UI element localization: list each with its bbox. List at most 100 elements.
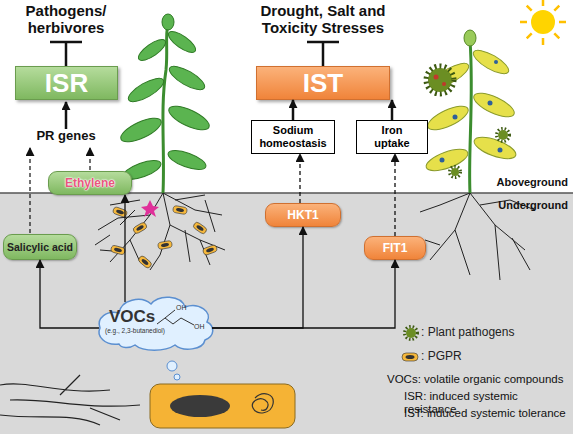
pathogen (451, 168, 459, 176)
pgpr-core (406, 355, 415, 359)
pgpr-bacterium (137, 255, 152, 269)
signal-star (141, 200, 159, 217)
annotation-label: VOCs: volatile organic compounds (387, 373, 573, 386)
annotation-label: Underground (470, 199, 568, 212)
emission-bubble (174, 374, 180, 380)
soil (0, 193, 573, 434)
leaf-spot (498, 148, 503, 153)
node-label: ISR (45, 70, 88, 96)
cloud-shape (99, 297, 213, 350)
arrow-connector (212, 227, 303, 328)
node-label: (e.g., 2,3-butanediol) (105, 328, 165, 335)
inhibition-bar (50, 41, 82, 44)
annotation-label: Pathogens/ herbivores (15, 2, 117, 37)
node-label: OH (176, 304, 187, 311)
induction-arrow (65, 102, 68, 129)
inhibition-bar (307, 41, 339, 44)
pgpr-bacterium (202, 244, 218, 255)
leaf-spot (453, 115, 458, 120)
node-label: VOCs (109, 308, 155, 325)
voc-cloud: OHVOCs(e.g., 2,3-butanediol)OH (95, 292, 215, 352)
process-box: Iron uptake (356, 120, 428, 154)
pgpr-body (112, 206, 128, 217)
arrow-connector (292, 100, 295, 120)
pgpr-bacterium (172, 205, 187, 214)
diseased-leaf (424, 145, 471, 175)
diseased-leaf (470, 46, 512, 78)
arrow-connector (391, 100, 394, 120)
pgpr-core (114, 247, 123, 253)
legend-label: : Plant pathogens (421, 325, 514, 339)
bacterium-cell (150, 384, 295, 428)
pgpr-body (157, 240, 172, 249)
plant-stem (470, 40, 472, 193)
leaf (166, 147, 208, 174)
response-box: IST (256, 66, 390, 100)
leaf (135, 36, 168, 64)
pgpr-body (202, 244, 218, 255)
diseased-leaf (471, 88, 518, 121)
sun (531, 10, 555, 34)
annotation-label: Drought, Salt and Toxicity Stresses (222, 2, 424, 37)
pgpr-body (192, 221, 207, 235)
arrow-connector (394, 154, 395, 236)
pgpr-core (116, 209, 125, 215)
leaf (166, 101, 213, 134)
node-label: Salicylic acid (7, 242, 73, 253)
node-label: IST (303, 70, 343, 96)
plasmid (252, 394, 273, 413)
diseased-leaf (472, 133, 519, 163)
legend-entry: : PGPR (421, 350, 462, 363)
roots (95, 193, 225, 270)
node-label: Sodium homeostasis (254, 124, 332, 149)
pgpr-bacterium (132, 221, 148, 234)
pathogen-spot (434, 75, 439, 80)
leaf-spot (494, 60, 498, 64)
arrow-connector (299, 154, 300, 203)
pgpr-core (196, 224, 205, 232)
leaf (162, 14, 174, 30)
dashed-arrow (89, 148, 90, 170)
inhibition-line (65, 42, 68, 66)
response-box: ISR (15, 66, 118, 100)
hormone-box: Salicylic acid (3, 234, 77, 260)
legend-label: : PGPR (421, 349, 462, 363)
plant-stem (163, 25, 168, 193)
pgpr-core (141, 258, 149, 266)
legend-pgpr-icon (402, 353, 418, 361)
process-box: Sodium homeostasis (251, 120, 335, 154)
hormone-box: Ethylene (48, 171, 132, 195)
inhibition-line (322, 42, 325, 66)
node-label: Iron uptake (369, 124, 415, 149)
bacterium-nucleoid (170, 395, 230, 417)
annotation-label: IST: induced systemic tolerance (404, 407, 573, 420)
pgpr-bacterium (157, 240, 172, 249)
butanediol-skeleton (157, 310, 194, 325)
legend-pathogen-icon (406, 328, 416, 338)
leaf (464, 30, 476, 46)
pathogen (498, 130, 508, 140)
pgpr-core (176, 208, 185, 213)
legend-entry: : Plant pathogens (421, 326, 514, 339)
leaf-spot (440, 158, 445, 163)
pgpr-core (206, 247, 215, 253)
legend-pathogen-spikes (405, 327, 418, 340)
arrow-connector (212, 260, 395, 328)
pgpr-body (110, 245, 125, 255)
leaf (118, 113, 165, 146)
pgpr-body (137, 255, 152, 269)
arrow-connector (124, 195, 125, 302)
leaf (165, 28, 198, 56)
pgpr-body (402, 353, 418, 361)
gene-box: HKT1 (265, 203, 341, 227)
leaf (125, 74, 167, 106)
pgpr-bacterium (110, 245, 125, 255)
arrow-connector (40, 260, 99, 328)
pgpr-body (132, 221, 148, 234)
annotation-label: PR genes (25, 129, 107, 144)
annotation-label: Aboveground (470, 176, 568, 189)
